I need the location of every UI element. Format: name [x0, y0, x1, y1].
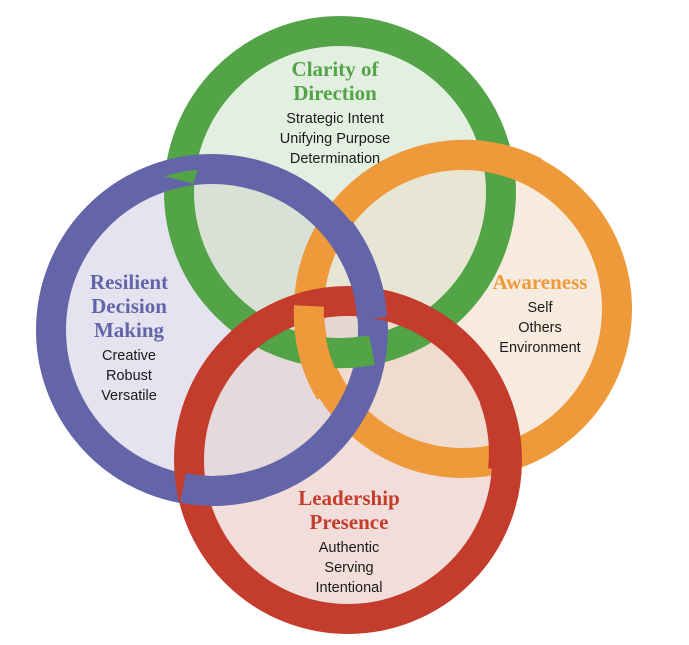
leadership-title: Leadership Presence	[249, 486, 449, 534]
awareness-title: Awareness	[440, 270, 640, 294]
leadership-item: Intentional	[315, 580, 383, 596]
resilient-ring-weave-2	[327, 220, 387, 320]
clarity-item: Determination	[289, 151, 381, 167]
awareness-ring-weave-2	[293, 305, 344, 400]
leadership-title-line: Presence	[309, 510, 389, 534]
resilient-title-line: Decision	[91, 294, 167, 318]
leadership-ring-weave-1	[479, 392, 519, 472]
awareness-item: Self	[527, 300, 553, 316]
resilient-title-line: Resilient	[89, 270, 169, 294]
clarity-ring-weave-1	[164, 169, 227, 185]
resilient-title: Resilient Decision Making	[29, 270, 229, 342]
awareness-item: Others	[518, 320, 562, 336]
resilient-ring-weave-1	[180, 469, 265, 506]
awareness-ring-weave-1	[443, 139, 542, 186]
resilient-item: Creative	[102, 348, 156, 364]
awareness-items: Self Others Environment	[440, 298, 640, 358]
awareness-label-group: Awareness Self Others Environment	[440, 270, 640, 358]
awareness-item: Environment	[499, 340, 581, 356]
clarity-item: Strategic Intent	[286, 111, 384, 127]
leadership-title-line: Leadership	[298, 486, 400, 510]
resilient-items: Creative Robust Versatile	[29, 346, 229, 406]
leadership-items: Authentic Serving Intentional	[249, 538, 449, 598]
clarity-title: Clarity of Direction	[235, 57, 435, 105]
clarity-items: Strategic Intent Unifying Purpose Determ…	[235, 109, 435, 169]
resilient-label-group: Resilient Decision Making Creative Robus…	[29, 270, 229, 406]
leadership-item: Authentic	[318, 540, 380, 556]
resilient-item: Robust	[106, 368, 152, 384]
clarity-label-group: Clarity of Direction Strategic Intent Un…	[235, 57, 435, 169]
resilient-item: Versatile	[101, 388, 157, 404]
leadership-label-group: Leadership Presence Authentic Serving In…	[249, 486, 449, 598]
clarity-item: Unifying Purpose	[279, 131, 391, 147]
clarity-title-line: Clarity of	[291, 57, 379, 81]
leadership-item: Serving	[324, 560, 374, 576]
clarity-title-line: Direction	[293, 81, 377, 105]
awareness-title-line: Awareness	[492, 270, 588, 294]
resilient-title-line: Making	[93, 318, 164, 342]
